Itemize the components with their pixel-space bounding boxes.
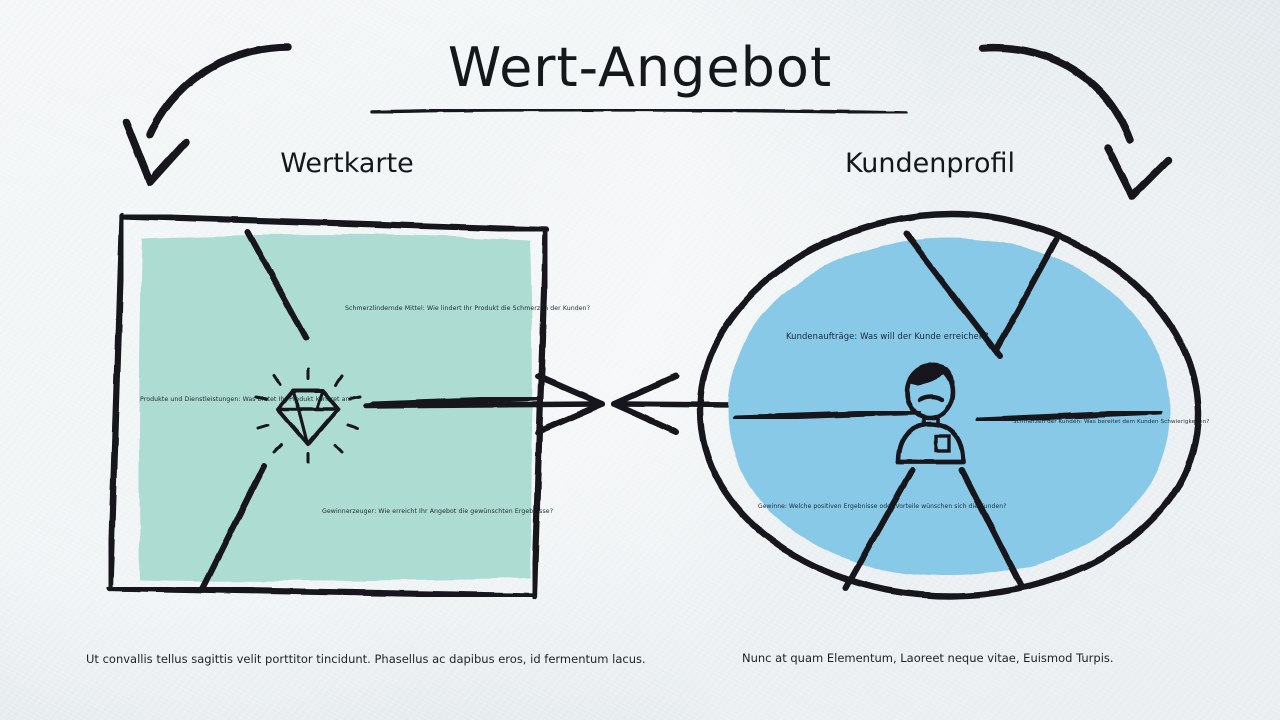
curved-arrow-down-right-icon [978,43,1172,200]
label-customer-jobs: Kundenaufträge: Was will der Kunde errei… [786,331,989,341]
value-map-heading: Wertkarte [280,148,414,179]
label-pain-relievers: Schmerzlindernde Mittel: Wie lindert Ihr… [345,305,591,312]
label-customer-pains: Schmerzen der Kunden: Was bereitet dem K… [1013,419,1210,425]
fit-arrow-right-icon [363,373,605,435]
diamond-icon [254,367,362,464]
customer-icon [895,363,966,465]
curved-arrow-down-left-icon [122,43,292,186]
label-gain-creators: Gewinnerzeuger: Wie erreicht Ihr Angebot… [322,508,554,515]
label-products-services: Produkte und Dienstleistungen: Was biete… [140,396,353,403]
customer-profile-heading: Kundenprofil [844,148,1016,179]
label-customer-gains: Gewinne: Welche positiven Ergebnisse ode… [758,503,1007,510]
right-caption: Nunc at quam Elementum, Laoreet neque vi… [742,651,1114,665]
left-caption: Ut convallis tellus sagittis velit portt… [86,652,646,666]
page-title: Wert-Angebot [447,36,833,99]
title-underline [370,108,908,115]
